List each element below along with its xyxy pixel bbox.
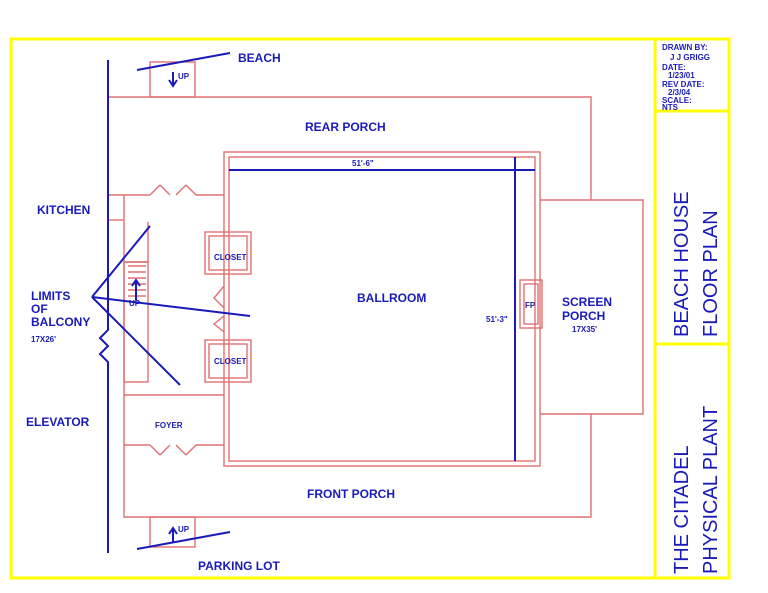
limits-label-line3: BALCONY: [31, 315, 90, 329]
elevator-label: ELEVATOR: [26, 415, 90, 429]
room-labels: BEACH UP REAR PORCH KITCHEN LIMITS OF BA…: [26, 51, 612, 573]
rear-porch-label: REAR PORCH: [305, 120, 386, 134]
screen-porch-size-label: 17X35': [572, 325, 597, 334]
fireplace-label: FP: [525, 301, 536, 310]
drawing-title-line2: FLOOR PLAN: [700, 210, 722, 337]
scale-label: SCALE:: [662, 96, 692, 105]
title-block-info: DRAWN BY: J J GRIGG DATE: 1/23/01 REV DA…: [662, 43, 710, 112]
org-title-line2: PHYSICAL PLANT: [700, 406, 722, 574]
foyer-label: FOYER: [155, 421, 183, 430]
screen-porch-label-line2: PORCH: [562, 309, 605, 323]
front-porch-label: FRONT PORCH: [307, 487, 395, 501]
drawn-by-value: J J GRIGG: [670, 53, 710, 62]
screen-porch-label-line1: SCREEN: [562, 295, 612, 309]
closet-bottom-label: CLOSET: [214, 357, 247, 366]
ballroom-width-dimension: 51'-6": [352, 159, 374, 168]
drawing-frame: [9, 37, 731, 580]
scale-value: NTS: [662, 103, 679, 112]
ballroom-label: BALLROOM: [357, 291, 426, 305]
up-arrow-bottom-label: UP: [178, 525, 190, 534]
blue-linework: [91, 52, 535, 553]
building-walls: [107, 61, 644, 548]
limits-label-line2: OF: [31, 302, 48, 316]
parking-lot-label: PARKING LOT: [198, 559, 280, 573]
date-value: 1/23/01: [668, 71, 695, 80]
rev-date-value: 2/3/04: [668, 88, 691, 97]
balcony-size-label: 17X26': [31, 335, 56, 344]
drawn-by-label: DRAWN BY:: [662, 43, 708, 52]
drawing-title-line1: BEACH HOUSE: [671, 191, 693, 337]
up-arrow-top-label: UP: [178, 72, 190, 81]
date-label: DATE:: [662, 63, 686, 72]
closet-top-label: CLOSET: [214, 253, 247, 262]
title-block-titles: BEACH HOUSE FLOOR PLAN THE CITADEL PHYSI…: [671, 191, 722, 574]
stair-up-label: UP: [129, 299, 141, 308]
limits-label-line1: LIMITS: [31, 289, 70, 303]
kitchen-label: KITCHEN: [37, 203, 90, 217]
rev-date-label: REV DATE:: [662, 80, 705, 89]
ballroom-depth-dimension: 51'-3": [486, 315, 508, 324]
org-title-line1: THE CITADEL: [671, 445, 693, 574]
beach-label: BEACH: [238, 51, 281, 65]
